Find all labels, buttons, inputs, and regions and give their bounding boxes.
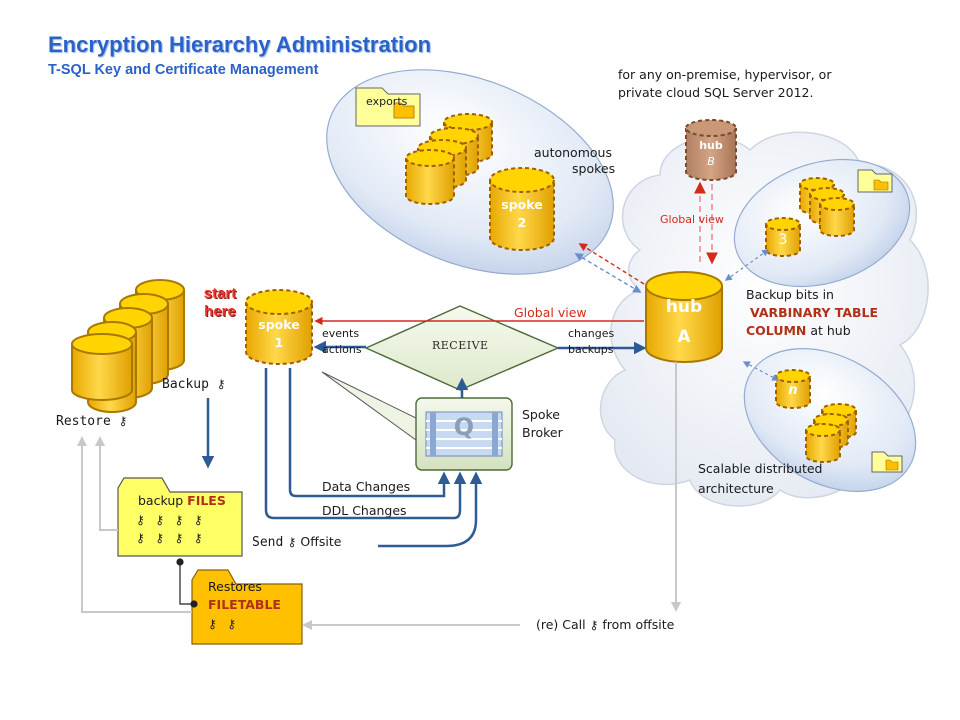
spoke-n-folder-icon (871, 451, 903, 473)
change-flow-arrows (264, 368, 483, 548)
actions-label: actions (322, 343, 362, 356)
exports-folder-icon (355, 87, 421, 127)
scope-note-line2: private cloud SQL Server 2012. (618, 85, 814, 100)
hub-note-line2: VARBINARY TABLE (750, 305, 879, 320)
queue-callout-tail (321, 371, 417, 441)
hubB-cylinder-icon (685, 119, 737, 181)
autonomous-cylinder-stack (405, 113, 493, 205)
scalable-label-1: Scalable distributed (698, 461, 823, 476)
restores-filetable-folder (191, 569, 303, 645)
spoke1-cylinder-icon (245, 289, 313, 365)
key-icon: ⚷ (287, 535, 297, 549)
backup-files-folder (117, 477, 243, 557)
data-changes-label: Data Changes (322, 479, 411, 494)
backup-store-cylinder-stack (71, 279, 185, 413)
folder-link (176, 558, 198, 608)
hub-hub-dashed-arrows (694, 181, 718, 265)
key-icon: ⚷ (227, 617, 240, 631)
key-icon: ⚷ (136, 531, 148, 545)
key-icon: ⚷ (118, 414, 128, 428)
spoke1-label: spoke (258, 317, 300, 332)
key-icon: ⚷ (216, 377, 226, 391)
restore-label: Restore ⚷ (56, 414, 128, 430)
backup-text: Backup (162, 377, 209, 392)
hubB-letter: B (707, 155, 715, 168)
spoke1-number: 1 (274, 335, 284, 350)
hubA-label: hub (665, 297, 703, 317)
recall-suffix: from offsite (602, 617, 675, 632)
key-icon: ⚷ (193, 513, 206, 527)
key-icon: ⚷ (136, 513, 148, 527)
key-icon: ⚷ (155, 513, 168, 527)
hub-note-line3: COLUMN at hub (746, 323, 851, 338)
hub-note-line1: Backup bits in (746, 287, 834, 302)
spoke-n-cylinder-stack (775, 369, 857, 463)
page-subtitle: T-SQL Key and Certificate Management (48, 62, 319, 78)
hub-note-column: COLUMN (746, 323, 807, 338)
recall-arrows (302, 362, 681, 630)
autonomous-spokes-label-2: spokes (572, 161, 616, 176)
scope-note-line1: for any on-premise, hypervisor, or (618, 67, 832, 82)
spoke2-label: spoke (501, 197, 543, 212)
start-here-line1: start (203, 285, 237, 302)
key-icon: ⚷ (174, 531, 187, 545)
global-view-label-vertical: Global view (660, 213, 724, 226)
backups-label: backups (568, 343, 614, 356)
spoke-broker-label-1: Spoke (522, 407, 561, 422)
filetable-label: FILETABLE (208, 597, 281, 612)
spoke2-cylinder-icon (489, 167, 555, 251)
hubA-letter: A (677, 327, 691, 347)
restore-text: Restore (56, 414, 111, 429)
key-icon: ⚷ (589, 618, 599, 632)
recall-label: (re) Call ⚷ from offsite (536, 617, 675, 633)
backup-files-label: backup FILES (138, 493, 226, 508)
key-icon: ⚷ (208, 617, 220, 631)
hubA-cylinder-icon (645, 271, 723, 363)
backup-files-prefix: backup (138, 493, 188, 508)
changes-label: changes (568, 327, 615, 340)
queue-letter: Q (453, 413, 475, 441)
spoke3-number: 3 (778, 232, 788, 248)
recall-prefix: (re) Call (536, 617, 586, 632)
backup-label: Backup ⚷ (162, 377, 226, 393)
start-here-line2: here (204, 303, 236, 320)
key-icon: ⚷ (193, 531, 206, 545)
spoke2-number: 2 (517, 215, 527, 230)
hub-note-at-hub: at hub (806, 323, 851, 338)
ddl-changes-label: DDL Changes (322, 503, 407, 518)
scalable-label-2: architecture (698, 481, 774, 496)
hubB-label: hub (699, 139, 723, 152)
restores-label: Restores (208, 579, 262, 594)
key-icon: ⚷ (155, 531, 168, 545)
backup-files-keys-row2: ⚷ ⚷ ⚷ ⚷ (136, 530, 206, 546)
receive-label: RECEIVE (432, 339, 489, 352)
key-icon: ⚷ (174, 513, 187, 527)
spoke3-folder-icon (857, 169, 893, 193)
send-text: Send (252, 535, 284, 550)
spoke3-cylinder-stack (765, 177, 855, 257)
hub-spoke2-dashed-arrows (574, 243, 645, 293)
spoke-broker-label-2: Broker (522, 425, 563, 440)
global-view-label: Global view (514, 305, 587, 320)
spoke-n-letter: n (788, 383, 798, 398)
offsite-text: Offsite (300, 534, 342, 549)
backup-files-keys-row1: ⚷ ⚷ ⚷ ⚷ (136, 512, 206, 528)
events-label: events (322, 327, 360, 340)
send-offsite-label: Send ⚷ Offsite (252, 534, 342, 551)
restore-arrows (77, 436, 192, 613)
exports-folder-label: exports (366, 95, 408, 108)
backup-files-emph: FILES (187, 493, 226, 508)
autonomous-spokes-label-1: autonomous (534, 145, 612, 160)
queue-icon (425, 411, 503, 457)
page-title: Encryption Hierarchy Administration (48, 32, 432, 57)
hub-spoke-arrows (724, 249, 780, 381)
filetable-keys: ⚷ ⚷ (208, 616, 239, 632)
